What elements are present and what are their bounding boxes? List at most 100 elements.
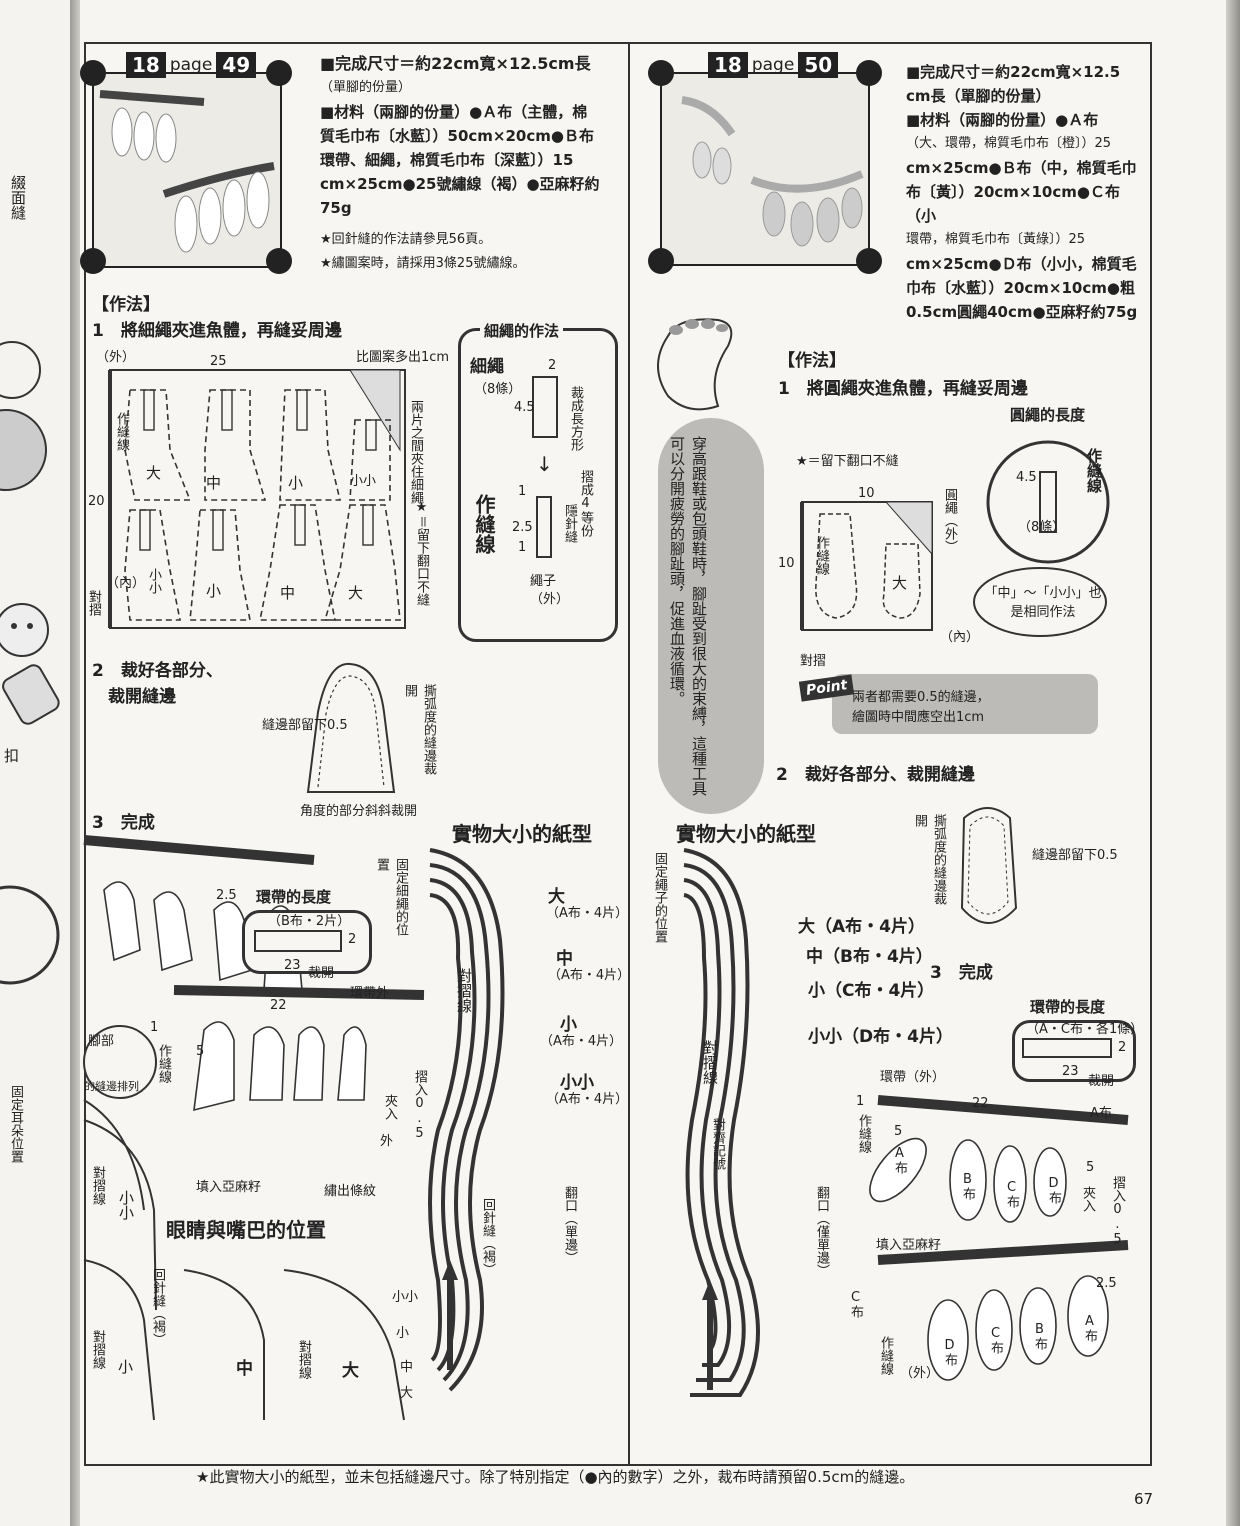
stitch-line-label: 作縫線	[814, 536, 829, 575]
dim-2: 2	[548, 358, 557, 373]
eye-small: 小	[118, 1358, 134, 1376]
height-dimension: 20	[88, 494, 105, 509]
materials-line: 環帶，棉質毛巾布〔黃綠〕）25	[906, 232, 1086, 247]
step-3-heading: 3 完成	[930, 963, 993, 983]
materials-line: 0.5cm圓繩40cm●亞麻籽約75g	[906, 303, 1138, 321]
pattern-fold-line: 對摺線	[455, 968, 473, 1013]
eye-back-stitch: 回針縫（褐）	[150, 1268, 165, 1346]
ring-length-sub: （A・C布・各1條）	[1026, 1022, 1144, 1037]
dim-5: 5	[196, 1044, 205, 1059]
left-full-size-pattern	[428, 848, 505, 1392]
step1-layout-diagram	[108, 369, 406, 629]
dim-22: 22	[972, 1096, 989, 1111]
rope-stitch-label: 作縫線	[1085, 448, 1103, 493]
pattern-large: 大	[548, 887, 565, 907]
stitch-line-label-3: 作縫線	[856, 1114, 871, 1153]
materials-line: cm×25cm●25號繡線（褐）●亞麻籽約	[320, 175, 600, 193]
ring-dim-23: 23	[284, 958, 301, 973]
fill-flaxseed-label: 填入亞麻籽	[196, 1180, 262, 1195]
arrow-down-icon: ↓	[536, 452, 553, 476]
monkey-illustration	[0, 341, 47, 491]
materials-line: 布〔黃〕）20cm×10cm●Ｃ布（小	[906, 183, 1120, 225]
method-heading: 【作法】	[92, 295, 160, 315]
embroider-stripes-label: 繡出條紋	[324, 1184, 377, 1199]
a-cloth-label: A布	[1090, 1106, 1112, 1121]
footer-note: ★此實物大小的紙型，並未包括縫邊尺寸。除了特別指定（●內的數字）之外，裁布時請預…	[196, 1468, 915, 1486]
step-3-heading: 3 完成	[92, 813, 155, 833]
width-dimension: 25	[210, 354, 227, 369]
previous-page-edge: 綴面縫 扣 固定耳朵位置	[0, 0, 78, 1526]
cut-rect-label: 裁成長方形	[568, 386, 583, 451]
stitch-line-label-4: 作縫線	[878, 1336, 893, 1375]
dim-1a: 1	[518, 484, 527, 499]
dim-1: 1	[150, 1020, 159, 1035]
project-number: 18	[708, 52, 748, 78]
c-cloth-label: C布	[848, 1290, 863, 1318]
right-pattern-title: 實物大小的紙型	[676, 822, 816, 846]
blind-stitch-label: 隱針縫	[562, 504, 577, 543]
foot-illustration	[657, 318, 733, 411]
right-step3-finished-diagram	[869, 1095, 1129, 1381]
pattern-turn-open: 翻口（僅單邊）	[814, 1186, 829, 1277]
curve-cut-label: 撕弧度的縫邊裁開	[912, 814, 946, 905]
outer-label: （外）	[900, 1366, 940, 1381]
size-medium-2: 中	[280, 584, 296, 602]
page-number-badge: 50	[798, 52, 839, 78]
corner-dot-icon	[856, 60, 882, 86]
dim-10b: 10	[778, 556, 795, 571]
left-product-photo	[92, 72, 282, 268]
pattern-key-small: 小	[396, 1326, 410, 1341]
size-small: 小	[288, 474, 304, 492]
left-page-badge: 18 page 49	[126, 52, 257, 78]
tip-pill	[658, 418, 764, 814]
ring-out-label: 環帶外	[350, 986, 390, 1001]
pattern-key-xsmall: 小小	[392, 1290, 419, 1305]
step-1-heading: 1 將圓繩夾進魚體，再縫妥周邊	[778, 379, 1028, 399]
sandwich-in-label: 夾入	[382, 1094, 397, 1120]
eye-fold-3: 對摺線	[296, 1340, 311, 1379]
eye-xsmall: 小小	[117, 1190, 135, 1220]
materials-line: 巾布〔水藍〕）20cm×10cm●粗	[906, 279, 1135, 297]
right-step1-diagram	[800, 501, 933, 631]
stitch-line-label: 作縫線	[114, 412, 129, 451]
left-project-panel	[84, 42, 630, 1466]
tip-text: 穿高跟鞋或包頭鞋時，腳趾受到很大的束縛，這種工具可以分開疲勞的腳趾頭，促進血液循…	[668, 436, 708, 796]
left-pattern-title: 實物大小的紙型	[452, 822, 592, 846]
fold-in-label: 摺入0.5	[412, 1070, 427, 1141]
point-note-box	[832, 674, 1098, 734]
dim-1: 1	[856, 1094, 865, 1109]
finished-size: ■完成尺寸＝約22cm寬×12.5	[906, 63, 1121, 81]
pattern-large-sub: （A布・4片）	[546, 906, 629, 921]
dim-10a: 10	[858, 486, 875, 501]
fold-in-label: 摺入0.5	[1110, 1176, 1125, 1247]
pattern-xsmall-sub: （A布・4片）	[546, 1092, 629, 1107]
fold-label: 對摺	[86, 590, 101, 616]
string-method-box	[458, 328, 618, 642]
note-line: ★繡圖案時，請採用3條25號繡線。	[320, 256, 526, 271]
size-large-2: 大	[348, 584, 364, 602]
dim-4-5: 4.5	[514, 400, 535, 415]
fold4-label: 摺成4等份	[578, 470, 593, 537]
materials-line: ■材料（兩腳的份量）●Ａ布（主體，棉	[320, 103, 588, 121]
right-info-block: ■完成尺寸＝約22cm寬×12.5 cm長（單腳的份量） ■材料（兩腳的份量）●…	[906, 60, 1142, 324]
dim-2-5: 2.5	[1096, 1276, 1117, 1291]
method-heading: 【作法】	[778, 351, 846, 371]
ring-strip-diagram	[254, 930, 342, 952]
ring-dim-23: 23	[1062, 1064, 1079, 1079]
folded-strip-diagram	[536, 496, 552, 558]
leave-open-label: ★＝留下翻口不縫	[796, 454, 899, 469]
corner-dot-icon	[648, 248, 674, 274]
ring-dim-2-5: 2.5	[216, 888, 237, 903]
dim-5b: 5	[1086, 1160, 1095, 1175]
margin-label: 比圖案多出1cm	[356, 350, 450, 365]
seam-allowance-label: 縫邊部留下0.5	[262, 718, 348, 733]
rope-label: 繩子	[530, 574, 557, 589]
step-2-heading: 2 裁好各部分、	[92, 661, 223, 681]
outer-label-3: 外	[380, 1134, 394, 1149]
fish-d2: D布	[942, 1338, 957, 1366]
materials-line: cm×25cm●Ｂ布（中，棉質毛巾	[906, 159, 1137, 177]
materials-line: 75g	[320, 199, 352, 217]
pattern-turn-open: 翻口（單邊）	[562, 1186, 577, 1264]
seam-allowance-label: 縫邊部留下0.5	[1032, 848, 1118, 863]
fish-b2: B布	[1032, 1322, 1047, 1350]
